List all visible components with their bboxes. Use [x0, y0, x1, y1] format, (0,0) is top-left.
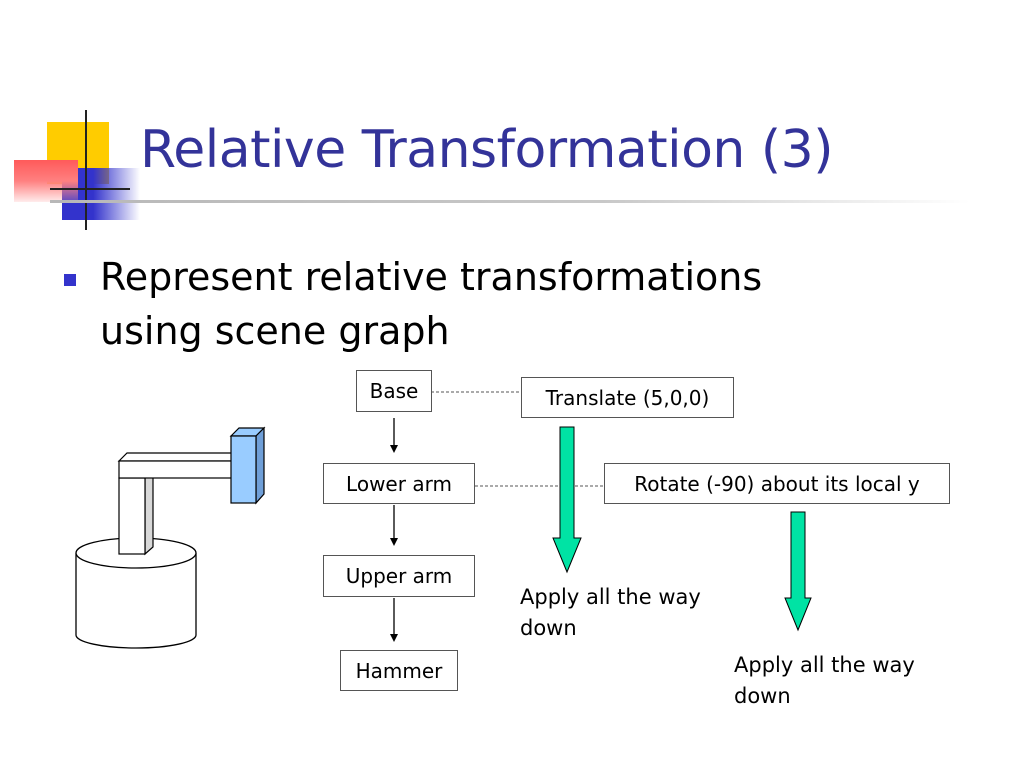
upper-arm-front: [118, 460, 233, 479]
transform-translate: Translate (5,0,0): [521, 377, 734, 418]
hammer-front: [230, 435, 257, 504]
node-upper-arm: Upper arm: [323, 555, 475, 597]
transform-rotate: Rotate (-90) about its local y: [604, 463, 950, 504]
node-base: Base: [356, 370, 432, 412]
upper-arm-top: [117, 452, 242, 462]
deco-red-square: [14, 160, 78, 202]
robot-base-cylinder: [75, 553, 197, 649]
caption-apply-rotate: Apply all the way down: [734, 653, 915, 708]
node-hammer: Hammer: [340, 650, 458, 691]
lower-arm-side: [144, 468, 154, 556]
bullet-marker: [64, 274, 76, 286]
deco-horizontal-line: [50, 188, 130, 190]
apply-down-arrow-rotate: [784, 511, 812, 632]
caption-apply-translate: Apply all the way down: [520, 585, 701, 640]
hammer-side: [255, 426, 265, 505]
title-underline: [50, 200, 970, 203]
lower-arm-front: [118, 477, 146, 555]
slide-title: Relative Transformation (3): [140, 120, 834, 180]
bullet-text: Represent relative transformations using…: [100, 255, 763, 353]
node-lower-arm: Lower arm: [323, 463, 475, 504]
robot-arm-illustration: [75, 426, 266, 649]
apply-down-arrow-translate: [552, 426, 582, 574]
deco-vertical-line: [85, 110, 87, 230]
